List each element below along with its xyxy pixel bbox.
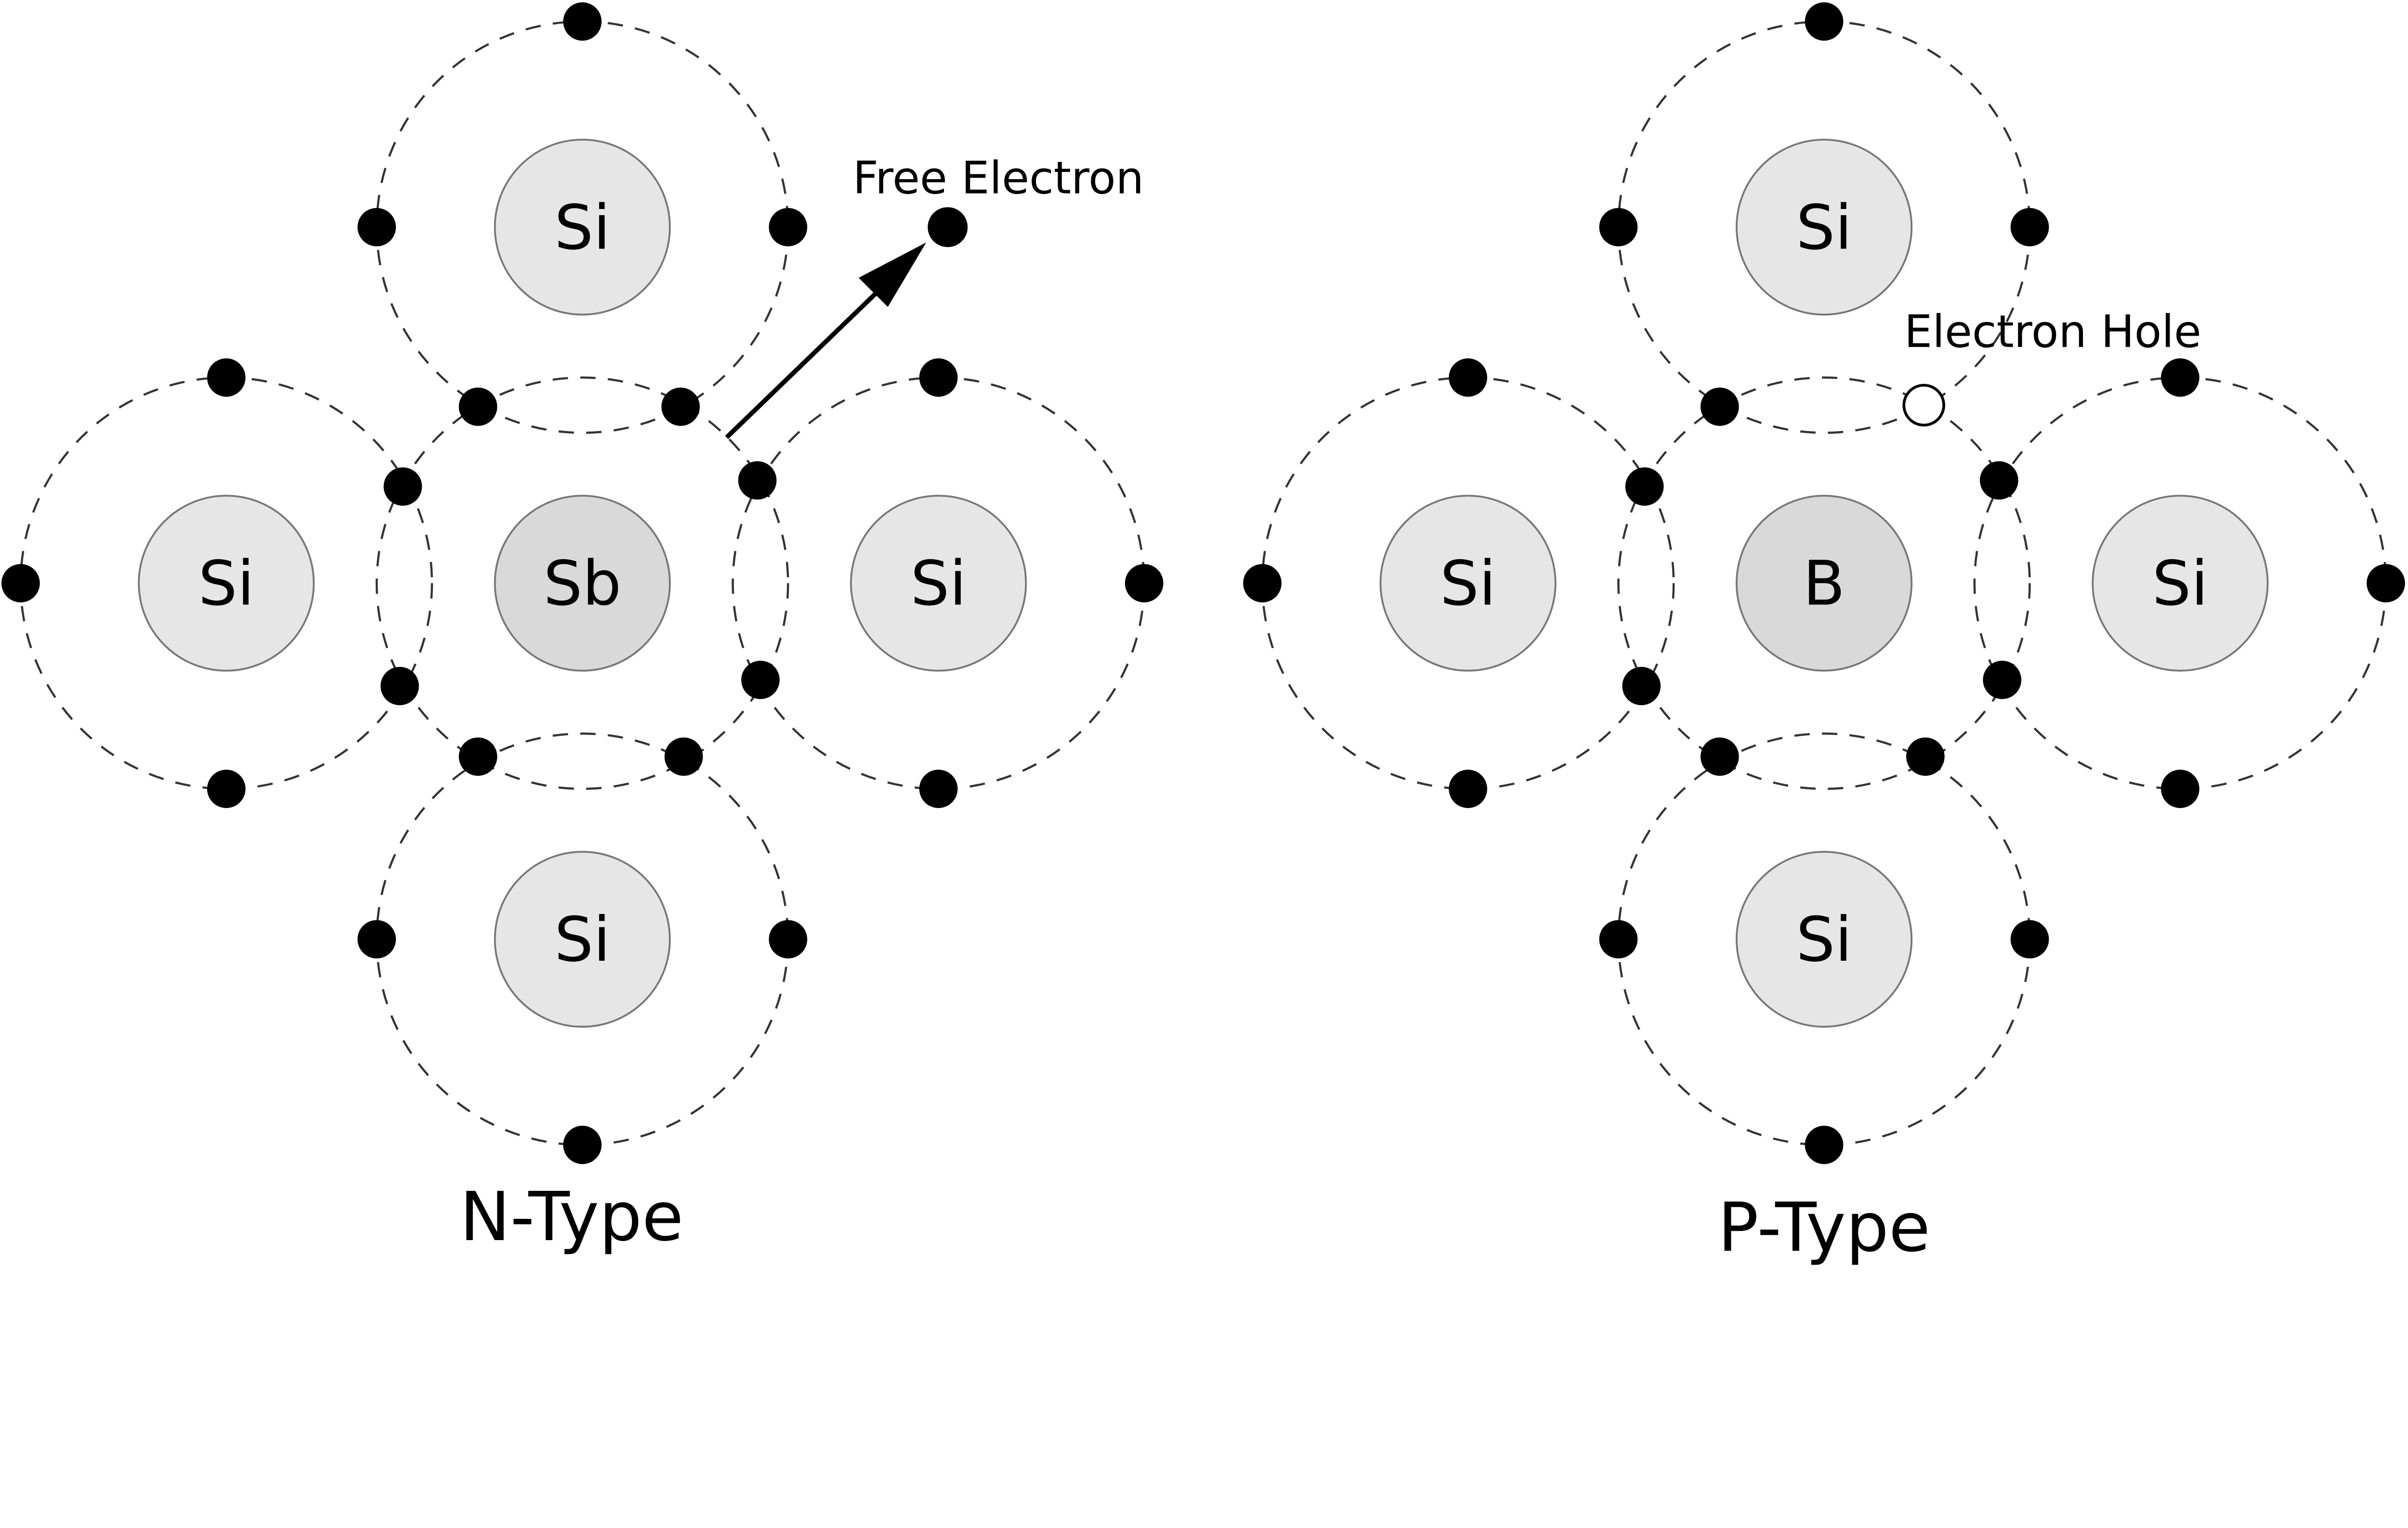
p-type-electron	[1449, 770, 1487, 808]
n-type-electron	[738, 461, 777, 500]
p-type-center-orbit	[1617, 376, 2031, 790]
p-type-electron	[1599, 208, 1638, 247]
n-type-electron	[207, 770, 246, 808]
n-type-title: N-Type	[460, 1178, 684, 1256]
n-type-center-atom-label: Sb	[543, 549, 621, 620]
n-type-center-orbit	[375, 376, 789, 790]
p-type-electron	[1625, 467, 1664, 506]
n-type-right-atom-nucleus	[850, 495, 1027, 672]
free-electron-label: Free Electron	[853, 152, 1144, 204]
n-type-electron	[458, 737, 497, 776]
p-type-electron	[1700, 387, 1739, 426]
n-type-bottom-atom-nucleus	[494, 850, 671, 1028]
n-type-electron	[919, 358, 958, 397]
electron-hole	[1902, 384, 1945, 427]
electron-hole-label: Electron Hole	[1904, 305, 2201, 357]
n-type-electron	[661, 387, 700, 426]
arrow-head-icon	[858, 242, 927, 307]
n-type-electron	[383, 467, 422, 506]
n-type-electron	[1, 564, 40, 602]
n-type-electron	[380, 666, 419, 705]
n-type-electron	[741, 660, 780, 699]
n-type-electron	[1125, 564, 1164, 602]
n-type-top-atom-label: Si	[554, 192, 610, 263]
n-type-electron	[769, 920, 808, 959]
p-type-top-atom-label: Si	[1796, 192, 1852, 263]
p-type-electron	[1243, 564, 1282, 602]
p-type-left-atom-nucleus	[1379, 495, 1557, 672]
n-type-left-atom-label: Si	[198, 549, 254, 620]
p-type-electron	[1805, 2, 1844, 41]
n-type-electron	[919, 770, 958, 808]
p-type-top-atom-nucleus	[1735, 139, 1913, 316]
p-type-electron	[1622, 666, 1661, 705]
p-type-right-atom-label: Si	[2152, 549, 2208, 620]
n-type-electron	[563, 1125, 602, 1164]
n-type-electron	[357, 208, 396, 247]
p-type-electron	[1906, 737, 1945, 776]
p-type-electron	[2367, 564, 2405, 602]
p-type-center-atom-nucleus	[1735, 495, 1913, 672]
p-type-electron	[2010, 208, 2049, 247]
p-type-right-atom-nucleus	[2092, 495, 2269, 672]
free-electron	[928, 207, 968, 248]
p-type-left-atom-label: Si	[1440, 549, 1496, 620]
n-type-bottom-atom-label: Si	[554, 904, 610, 976]
p-type-electron	[1805, 1125, 1844, 1164]
p-type-electron	[1980, 461, 2018, 500]
p-type-bottom-atom-label: Si	[1796, 904, 1852, 976]
n-type-right-atom-label: Si	[910, 549, 966, 620]
n-type-left-atom-nucleus	[138, 495, 315, 672]
p-type-electron	[2161, 770, 2199, 808]
n-type-electron	[664, 737, 703, 776]
n-type-electron	[769, 208, 808, 247]
n-type-electron	[458, 387, 497, 426]
p-type-electron	[2161, 358, 2199, 397]
p-type-electron	[1983, 660, 2022, 699]
n-type-top-atom-nucleus	[494, 139, 671, 316]
p-type-center-atom-label: B	[1803, 549, 1845, 620]
p-type-bottom-atom-nucleus	[1735, 850, 1913, 1028]
n-type-electron	[357, 920, 396, 959]
p-type-electron	[2010, 920, 2049, 959]
n-type-electron	[563, 2, 602, 41]
n-type-center-atom-nucleus	[494, 495, 671, 672]
p-type-title: P-Type	[1718, 1188, 1930, 1266]
p-type-electron	[1449, 358, 1487, 397]
n-type-electron	[207, 358, 246, 397]
p-type-electron	[1599, 920, 1638, 959]
p-type-electron	[1700, 737, 1739, 776]
